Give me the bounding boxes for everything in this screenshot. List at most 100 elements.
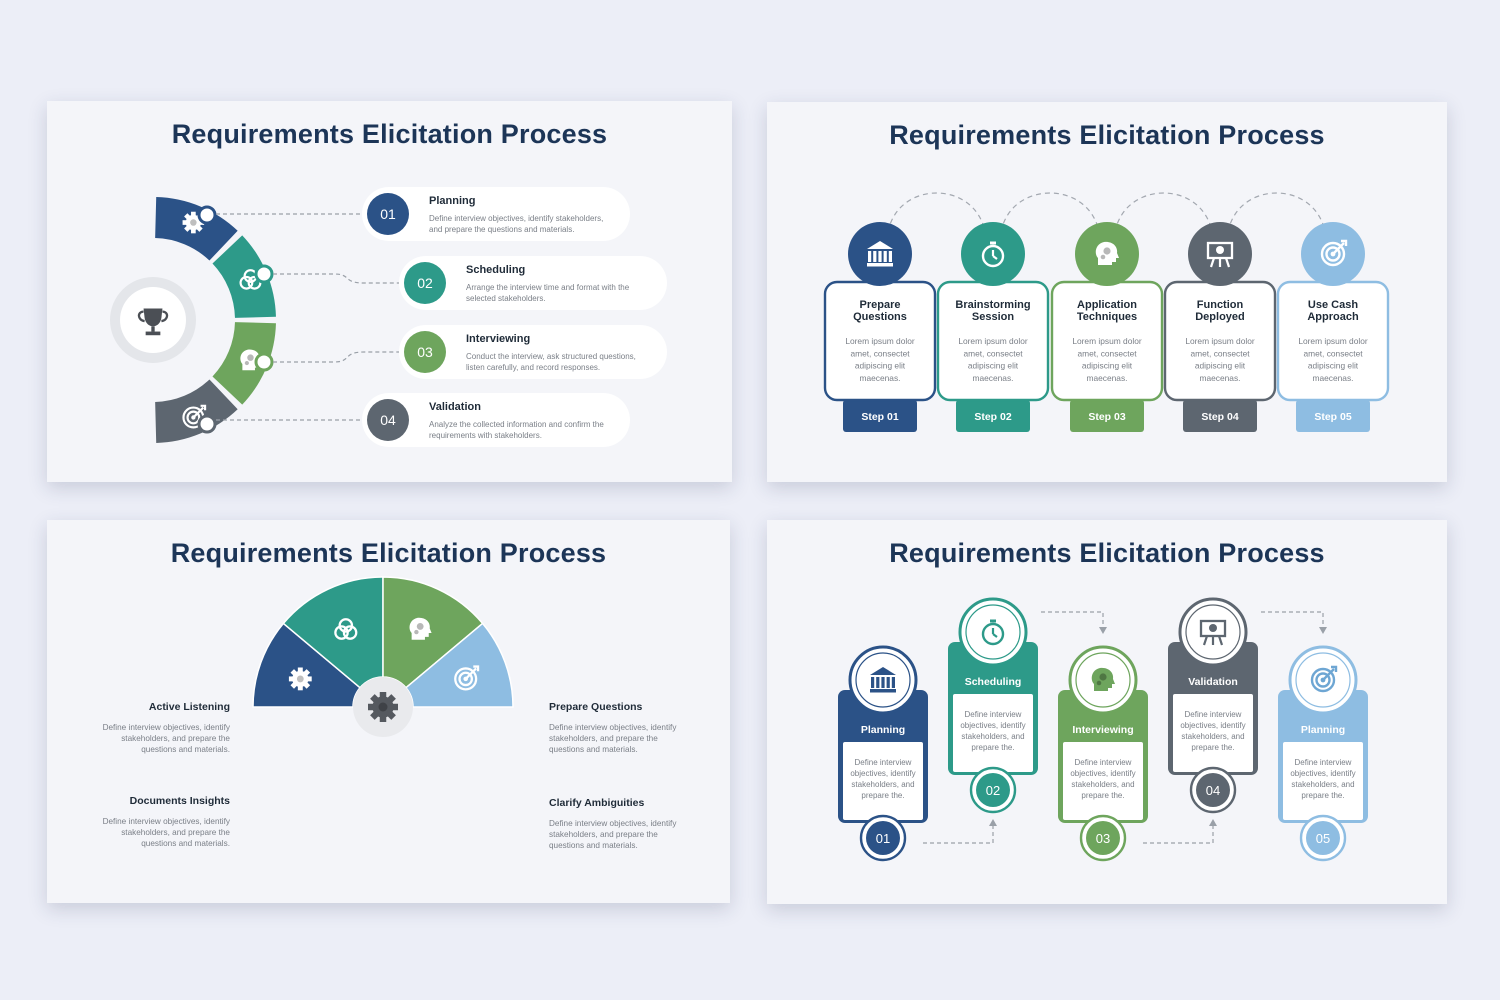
trophy-handles (137, 310, 169, 323)
step-body: prepare the. (861, 791, 904, 800)
gear-tooth (191, 227, 196, 234)
slide-title: Requirements Elicitation Process (889, 538, 1325, 568)
bank-column (873, 251, 877, 262)
step-number: 02 (986, 783, 1000, 798)
connector-dot (254, 264, 274, 284)
venn-icon (334, 618, 358, 640)
target-ring (454, 667, 478, 691)
step-title: Session (972, 311, 1014, 323)
step-card (362, 187, 630, 241)
step-body: objectives, identify (960, 721, 1025, 730)
step-title: Techniques (1077, 311, 1137, 323)
step-card-body (953, 694, 1033, 772)
step-body: adipiscing elit (855, 361, 906, 371)
head-gear (1096, 680, 1102, 686)
step-body: maecenas. (1200, 373, 1241, 383)
label-body: Define interview objectives, identify (549, 723, 677, 732)
stopwatch-face (981, 622, 1005, 646)
step-body: amet, consectet (1077, 348, 1137, 358)
slide-semicircle: Requirements Elicitation Process Elicita… (47, 520, 730, 903)
step-card (362, 393, 630, 447)
venn-circle (334, 625, 349, 640)
step-body: amet, consectet (1190, 348, 1250, 358)
target-arrow (464, 667, 477, 680)
head-gear (1100, 254, 1106, 260)
step-desc: and prepare the questions and materials. (429, 225, 574, 234)
head-gear (244, 361, 249, 366)
step-body: Lorem ipsum dolor (1185, 336, 1255, 346)
step-label: Step 01 (861, 411, 899, 423)
target-ring (1310, 667, 1336, 693)
bank-icon (867, 241, 893, 267)
trophy-base (145, 331, 161, 336)
connector-arrow (1319, 627, 1327, 634)
label-title: Clarify Ambiguities (549, 797, 644, 809)
head-gear (247, 354, 254, 361)
step-title: Prepare (860, 299, 901, 311)
label-body: Define interview objectives, identify (549, 819, 677, 828)
step-label: Step 05 (1314, 411, 1352, 423)
step-body: Define interview (1075, 758, 1132, 767)
step-title: Application (1077, 299, 1137, 311)
label-body: Define interview objectives, identify (103, 723, 231, 732)
step-body: maecenas. (1313, 373, 1354, 383)
board-pie (1216, 246, 1224, 254)
step-title: Approach (1307, 311, 1359, 323)
step-title: Validation (429, 401, 481, 413)
step-body: adipiscing elit (1195, 361, 1246, 371)
board-legs (1202, 635, 1224, 646)
step-tab (956, 400, 1030, 432)
dashed-connector (273, 351, 407, 363)
slide-step-cards: Requirements Elicitation Process Step 01… (767, 102, 1447, 482)
step-body: Define interview (855, 758, 912, 767)
step-tab (1296, 400, 1370, 432)
step-card (399, 256, 667, 310)
step-body: stakeholders, and (1071, 780, 1134, 789)
step-number: 01 (380, 206, 396, 222)
trophy-cup (143, 308, 163, 327)
step-number: 01 (876, 831, 890, 846)
step-desc: Define interview objectives, identify st… (429, 214, 603, 223)
step-desc: listen carefully, and record responses. (466, 363, 600, 372)
step-title: Validation (1188, 676, 1238, 688)
step-title: Planning (861, 724, 905, 736)
step-title: Use Cash (1308, 299, 1358, 311)
target-ring (458, 671, 474, 687)
step-body: Define interview (1185, 710, 1242, 719)
venn-circle (338, 618, 354, 633)
step-body: maecenas. (973, 373, 1014, 383)
label-body: questions and materials. (549, 841, 638, 850)
step-body: objectives, identify (850, 769, 915, 778)
head-silhouette (1095, 241, 1119, 265)
label-body: stakeholders, and prepare the (121, 828, 230, 837)
step-body: adipiscing elit (968, 361, 1019, 371)
target-icon (1310, 665, 1338, 693)
venn-circle (239, 275, 254, 290)
gear-icon (368, 692, 398, 722)
gear-body (185, 214, 202, 231)
trophy-stem (151, 326, 155, 332)
gear-body (292, 670, 309, 687)
label-title: Documents Insights (130, 795, 231, 807)
target-arrow (1332, 242, 1345, 255)
venn-circle (342, 625, 358, 640)
target-icon (454, 665, 480, 691)
step-number: 03 (1096, 831, 1110, 846)
board-legs (1209, 257, 1231, 268)
slide-title: Requirements Elicitation Process (889, 120, 1325, 150)
gear-body (372, 696, 394, 718)
step-number: 04 (1206, 783, 1220, 798)
step-title: Planning (429, 195, 475, 207)
step-title: Scheduling (965, 676, 1022, 688)
target-ring (1315, 672, 1331, 688)
dashed-connector (1261, 611, 1324, 630)
step-card (399, 325, 667, 379)
label-title: Active Listening (149, 701, 230, 713)
step-number-badge (1086, 821, 1120, 855)
label-body: stakeholders, and prepare the (549, 734, 658, 743)
step-desc: Analyze the collected information and co… (429, 420, 604, 429)
